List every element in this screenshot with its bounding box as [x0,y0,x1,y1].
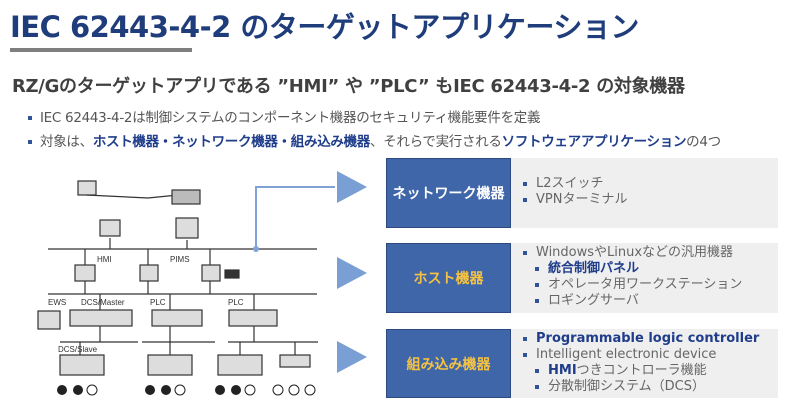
embedded-details: Programmable logic controller Intelligen… [511,329,778,398]
io-module-icon [147,354,193,376]
hmi-pc-icon [74,264,96,282]
category-host: ホスト機器 [386,243,511,313]
plc-icon [228,309,278,327]
subtitle: RZ/Gのターゲットアプリである ”HMI” や ”PLC” もIEC 6244… [12,76,685,97]
label-plc: PLC [228,298,244,307]
text: 対象は、 [40,134,93,150]
laptop-icon [77,180,97,196]
category-embedded: 組み込み機器 [386,329,511,398]
ied-icon [279,354,311,368]
firewall-icon [171,189,201,205]
dcs-master-icon [69,309,133,327]
printer-icon [224,269,240,279]
item: Programmable logic controller [523,331,778,347]
arrow-host [337,257,367,289]
item: Intelligent electronic device [523,347,778,363]
subitem: ロギングサーバ [523,293,778,309]
network-connector-line [255,186,335,249]
item: VPNターミナル [523,192,778,208]
arrow-embedded [337,341,367,373]
workstation-icon [99,219,121,237]
title-underline [10,48,192,52]
subitem: 分散制御システム（DCS） [523,379,778,395]
plc-icon [151,309,203,327]
pims-pc-icon [139,264,159,282]
network-details: L2スイッチ VPNターミナル [511,158,778,228]
host-details: WindowsやLinuxなどの汎用機器 統合制御パネル オペレータ用ワークステ… [511,243,778,313]
subitem: 統合制御パネル [523,261,778,277]
item: WindowsやLinuxなどの汎用機器 [523,245,778,261]
page-title: IEC 62443-4-2 のターゲットアプリケーション [10,10,639,44]
item: L2スイッチ [523,176,778,192]
server-icon [175,217,199,239]
label-plc: PLC [150,298,166,307]
highlight-devices: ホスト機器・ネットワーク機器・組み込み機器 [92,134,371,150]
bullet-targets: 対象は、ホスト機器・ネットワーク機器・組み込み機器、それらで実行されるソフトウェ… [28,130,721,150]
label-ews: EWS [48,298,66,307]
arrow-network [337,171,367,203]
io-module-icon [217,354,263,376]
category-network: ネットワーク機器 [386,158,511,228]
subitem: HMIつきコントローラ機能 [523,363,778,379]
bullet-definition: IEC 62443-4-2は制御システムのコンポーネント機器のセキュリティ機能要… [28,106,540,126]
subitem: オペレータ用ワークステーション [523,277,778,293]
text: 、それらで実行される [370,134,502,150]
dcs-slave-icon [59,354,105,376]
label-dcs-slave: DCS/Slave [58,345,98,354]
text: つきコントローラ機能 [576,363,707,378]
hmi-highlight: HMI [548,363,577,378]
ews-icon [37,310,61,330]
label-dcs-master: DCS/Master [81,298,125,307]
pc-icon [201,264,221,282]
label-hmi: HMI [97,255,112,264]
highlight-software: ソフトウェアアプリケーション [501,134,687,150]
text: の4つ [686,134,721,150]
label-pims: PIMS [170,255,190,264]
